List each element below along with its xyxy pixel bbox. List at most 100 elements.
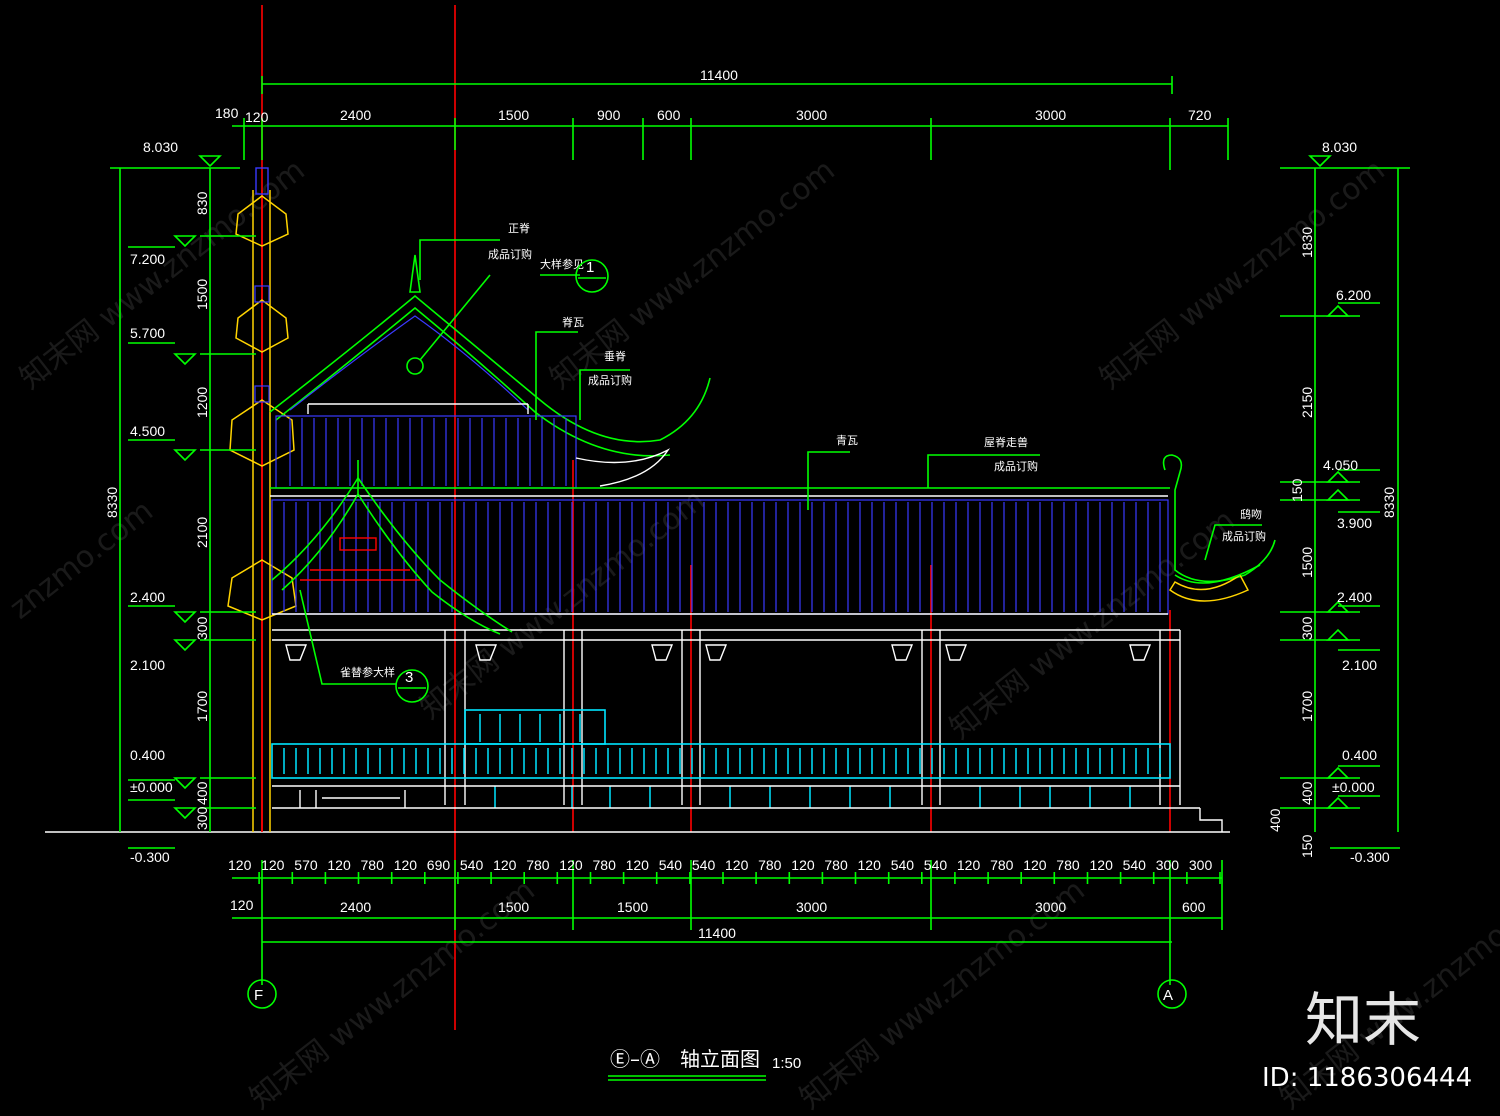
dim-label: 540 bbox=[1123, 857, 1147, 873]
axis-label-left: F bbox=[254, 987, 263, 1004]
note-chiwen: 鸱吻 bbox=[1240, 507, 1262, 521]
watermark: 知末网 www.znzmo.com bbox=[243, 873, 541, 1116]
dim-label: 400 bbox=[1267, 808, 1283, 832]
dim-label: 1500 bbox=[498, 107, 529, 123]
dim-label: 120 bbox=[725, 857, 749, 873]
dim-label: 720 bbox=[1188, 107, 1212, 123]
axis-bubbles: F A bbox=[247, 979, 1187, 1009]
level-label: 8.030 bbox=[1322, 139, 1357, 155]
dim-label: 120 bbox=[559, 857, 583, 873]
dim-label: 2150 bbox=[1299, 387, 1315, 418]
dim-label: 120 bbox=[791, 857, 815, 873]
note-chiwen-order: 成品订购 bbox=[1222, 529, 1266, 543]
upper-roof bbox=[269, 254, 711, 489]
dim-label: 120 bbox=[394, 857, 418, 873]
front-gable bbox=[271, 460, 513, 635]
watermark: 知末网 www.znzmo.com bbox=[943, 503, 1241, 747]
dim-label: 780 bbox=[526, 857, 550, 873]
level-label: 4.050 bbox=[1323, 457, 1358, 473]
bottom-dim-row: 120 120 570 120 780 120 690 540 120 780 120 780 120 5… bbox=[228, 857, 1221, 884]
note-hip-ridge: 垂脊 bbox=[604, 349, 626, 363]
dim-label: 120 bbox=[493, 857, 517, 873]
dim-label: 1200 bbox=[194, 387, 210, 418]
axis-label-right: A bbox=[1163, 987, 1173, 1004]
note-ridge-tile: 脊瓦 bbox=[562, 315, 584, 329]
dim-label: 780 bbox=[990, 857, 1014, 873]
dim-label: 540 bbox=[891, 857, 915, 873]
dim-label: 300 bbox=[194, 806, 210, 830]
balustrade bbox=[271, 709, 1223, 832]
bottom-dimensions: 120 120 570 120 780 120 690 540 120 780 120 780 120 5… bbox=[228, 857, 1223, 985]
dim-label: 540 bbox=[692, 857, 716, 873]
dim-label: 3000 bbox=[1035, 899, 1066, 915]
note-beast: 屋脊走兽 bbox=[984, 435, 1028, 449]
top-dimensions: 11400 180 120 2400 1500 900 600 3000 300… bbox=[215, 67, 1229, 170]
dim-label: 3000 bbox=[1035, 107, 1066, 123]
dim-label: 780 bbox=[361, 857, 385, 873]
brand-logo: 知末 bbox=[1305, 986, 1421, 1054]
dim-label: 120 bbox=[245, 109, 269, 125]
dim-label: 830 bbox=[194, 191, 210, 215]
dim-label: 780 bbox=[593, 857, 617, 873]
level-label: 2.400 bbox=[130, 589, 165, 605]
dim-overall-top: 11400 bbox=[700, 67, 738, 83]
note-bracket: 雀替参大样 bbox=[340, 665, 395, 679]
pagoda-column bbox=[227, 167, 297, 832]
watermark-layer: 知末网 www.znzmo.com 知末网 www.znzmo.com 知末网 … bbox=[3, 153, 1500, 1116]
dim-label: 300 bbox=[1156, 857, 1180, 873]
dim-label: 1500 bbox=[1299, 547, 1315, 578]
watermark: 知末网 www.znzmo.com bbox=[1093, 153, 1391, 397]
note-detail-ref: 大样参见 bbox=[540, 257, 584, 271]
image-id: ID: 1186306444 bbox=[1262, 1063, 1472, 1093]
level-label: ±0.000 bbox=[130, 779, 173, 795]
dim-label: 600 bbox=[657, 107, 681, 123]
dim-label: 1500 bbox=[617, 899, 648, 915]
level-label: 0.400 bbox=[1342, 747, 1377, 763]
level-label: 2.400 bbox=[1337, 589, 1372, 605]
dim-label: 780 bbox=[758, 857, 782, 873]
dim-label: 120 bbox=[230, 897, 254, 913]
dim-label: 780 bbox=[824, 857, 848, 873]
annotations: 正脊 成品订购 大样参见 1 脊瓦 垂脊 成品订购 青瓦 屋脊走兽 成品订购 鸱… bbox=[299, 221, 1266, 703]
dim-label: 120 bbox=[957, 857, 981, 873]
level-label: 6.200 bbox=[1336, 287, 1371, 303]
dim-label: 2400 bbox=[340, 899, 371, 915]
dim-label: 540 bbox=[460, 857, 484, 873]
note-ridge: 正脊 bbox=[508, 221, 530, 235]
dim-label: 3000 bbox=[796, 107, 827, 123]
title-main: 轴立面图 bbox=[680, 1047, 760, 1071]
dim-label: 120 bbox=[261, 857, 285, 873]
level-label: ±0.000 bbox=[1332, 779, 1375, 795]
dim-label: 1700 bbox=[1299, 691, 1315, 722]
detail-number: 3 bbox=[405, 669, 413, 686]
level-label: -0.300 bbox=[1350, 849, 1390, 865]
dim-label: 1500 bbox=[498, 899, 529, 915]
dim-label: 120 bbox=[858, 857, 882, 873]
dim-label: 300 bbox=[194, 616, 210, 640]
level-label: 2.100 bbox=[1342, 657, 1377, 673]
note-roof-tile: 青瓦 bbox=[836, 434, 858, 447]
level-label: -0.300 bbox=[130, 849, 170, 865]
dim-label: 400 bbox=[1299, 781, 1315, 805]
watermark: 知末网 www.znzmo.com bbox=[413, 483, 711, 727]
dim-label: 570 bbox=[294, 857, 318, 873]
dim-label: 120 bbox=[1090, 857, 1114, 873]
dim-label: 1500 bbox=[194, 279, 210, 310]
columns bbox=[272, 630, 1181, 805]
level-label: 2.100 bbox=[130, 657, 165, 673]
note-hip-order: 成品订购 bbox=[588, 373, 632, 387]
note-ridge-order: 成品订购 bbox=[488, 247, 532, 261]
left-levels: 8.030 7.200 5.700 4.500 2.400 2.100 0.40… bbox=[104, 139, 256, 865]
lower-roof bbox=[270, 454, 1276, 631]
dim-label: 3000 bbox=[796, 899, 827, 915]
title-prefix: Ⓔ–Ⓐ bbox=[610, 1047, 660, 1071]
dim-label: 900 bbox=[597, 107, 621, 123]
watermark: 知末网 www.znzmo.com bbox=[13, 153, 311, 397]
drawing-title: Ⓔ–Ⓐ 轴立面图 1:50 bbox=[608, 1047, 801, 1081]
dim-label: 690 bbox=[427, 857, 451, 873]
dim-overall-bottom: 11400 bbox=[698, 925, 736, 941]
dim-label: 780 bbox=[1056, 857, 1080, 873]
dim-label: 300 bbox=[1189, 857, 1213, 873]
level-label: 8.030 bbox=[143, 139, 178, 155]
dim-label: 300 bbox=[1299, 616, 1315, 640]
